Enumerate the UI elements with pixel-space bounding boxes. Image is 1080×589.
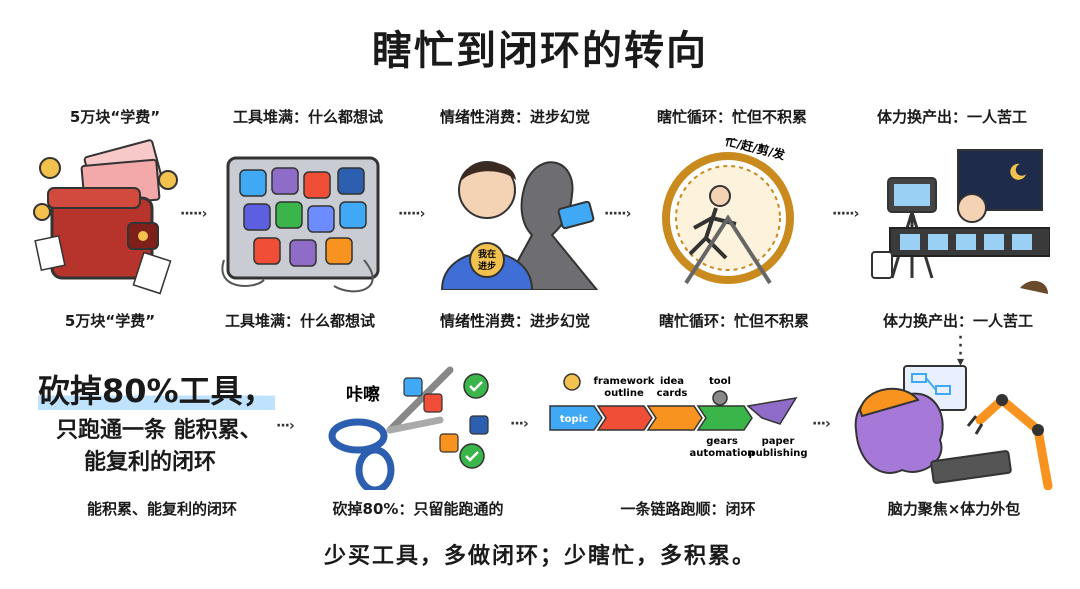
row1-top-label-3: 情绪性消费：进步幻觉 bbox=[439, 108, 590, 126]
headline-line-1: 砍掉80%工具， bbox=[38, 372, 275, 410]
flow-arrow-7: ···› bbox=[812, 416, 831, 432]
row2-bottom-label-4: 脑力聚焦×体力外包 bbox=[887, 500, 1021, 518]
flow-arrow-1: ·····› bbox=[180, 206, 207, 222]
pipeline-top-label-1b: outline bbox=[604, 388, 644, 399]
flow-arrow-6: ···› bbox=[510, 416, 529, 432]
badge-text-1: 我在 bbox=[478, 248, 496, 260]
row2-bottom-label-2: 砍掉80%：只留能跑通的 bbox=[332, 500, 504, 518]
row2-bottom-label-1: 能积累、能复利的闭环 bbox=[86, 500, 237, 518]
row1-bottom-label-4: 瞎忙循环：忙但不积累 bbox=[658, 312, 809, 330]
wallet-money-illustration bbox=[33, 139, 178, 295]
pipeline-top-label-3: tool bbox=[709, 376, 731, 387]
pipeline-step-topic: topic bbox=[560, 414, 588, 425]
row1-bottom-label-5: 体力换产出：一人苦工 bbox=[882, 312, 1033, 330]
pipeline-bottom-label-1b: automation bbox=[690, 448, 755, 459]
emotional-spending-illustration: 我在 进步 bbox=[440, 161, 599, 290]
flow-arrow-down: ···▾ bbox=[956, 330, 964, 370]
brain-robot-illustration bbox=[854, 365, 1053, 490]
pipeline-top-label-2b: cards bbox=[657, 388, 688, 399]
page-title: 瞎忙到闭环的转向 bbox=[372, 28, 708, 74]
row1-top-label-4: 瞎忙循环：忙但不积累 bbox=[656, 108, 807, 126]
scissors-cutting-illustration: 咔嚓 bbox=[328, 366, 489, 490]
flow-arrow-2: ·····› bbox=[398, 206, 425, 222]
pipeline-bottom-label-2a: paper bbox=[762, 436, 795, 447]
pipeline-illustration: framework outline idea cards tool topic … bbox=[549, 373, 808, 459]
pipeline-bottom-label-2b: publishing bbox=[748, 448, 807, 459]
headline-line-3: 能复利的闭环 bbox=[84, 450, 217, 475]
one-person-labor-illustration bbox=[871, 149, 1050, 294]
row2-bottom-label-3: 一条链路跑顺：闭环 bbox=[620, 500, 756, 518]
row1-bottom-label-1: 5万块“学费” bbox=[64, 312, 156, 330]
pipeline-bottom-label-1a: gears bbox=[706, 436, 738, 447]
row1-bottom-label-2: 工具堆满：什么都想试 bbox=[224, 312, 375, 330]
headline-line-2: 只跑通一条 能积累、 bbox=[56, 418, 262, 443]
row1-top-label-1: 5万块“学费” bbox=[69, 108, 161, 126]
badge-text-2: 进步 bbox=[478, 260, 496, 272]
flow-arrow-4: ·····› bbox=[832, 206, 859, 222]
tool-icons-pile-illustration bbox=[221, 156, 380, 293]
pipeline-top-label-1a: framework bbox=[594, 376, 655, 387]
row1-top-label-2: 工具堆满：什么都想试 bbox=[232, 108, 383, 126]
hamster-wheel-illustration: 忙/赶/剪/发 bbox=[662, 138, 794, 285]
flow-arrow-3: ·····› bbox=[604, 206, 631, 222]
scissors-sound-text: 咔嚓 bbox=[346, 384, 380, 405]
pipeline-top-label-2a: idea bbox=[660, 376, 684, 387]
flow-arrow-5: ···› bbox=[276, 418, 295, 434]
row1-bottom-label-3: 情绪性消费：进步幻觉 bbox=[439, 312, 590, 330]
footer-slogan: 少买工具，多做闭环；少瞎忙，多积累。 bbox=[323, 544, 756, 569]
row1-top-label-5: 体力换产出：一人苦工 bbox=[876, 108, 1027, 126]
